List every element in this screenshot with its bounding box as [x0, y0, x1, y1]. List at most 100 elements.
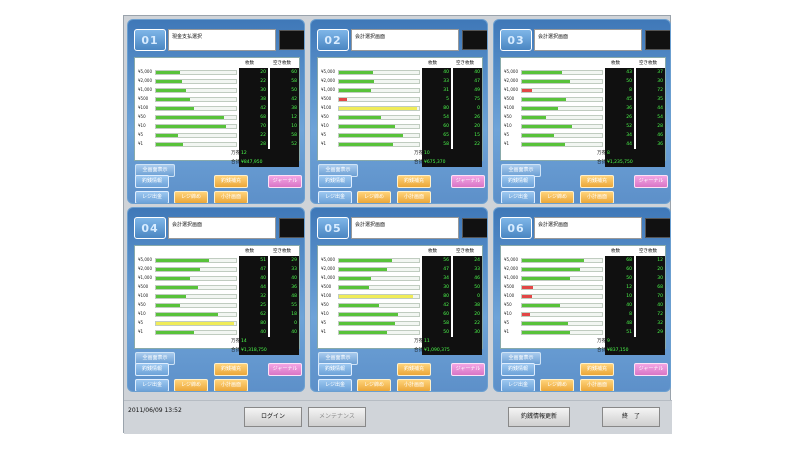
empty-value: 58: [270, 131, 299, 140]
denomination-label: ¥5: [321, 132, 327, 137]
change-refill-button[interactable]: 釣銭補充: [397, 175, 431, 188]
level-fill: [156, 268, 200, 271]
denomination-label: ¥5,000: [321, 69, 335, 74]
gift-value: 14: [239, 337, 299, 346]
count-value: 80: [239, 319, 268, 328]
count-value: 40: [605, 301, 634, 310]
journal-button[interactable]: レジ出金: [135, 191, 169, 203]
change-info-button[interactable]: 釣銭情報: [135, 363, 169, 376]
empty-value: 75: [453, 95, 482, 104]
total-row: 合計¥837,150: [501, 346, 667, 355]
change-info-button[interactable]: 釣銭情報: [135, 175, 169, 188]
denomination-label: ¥5,000: [321, 257, 335, 262]
login-button[interactable]: ログイン: [244, 407, 302, 427]
denomination-label: ¥500: [138, 96, 149, 101]
subtotal-screen-button[interactable]: ジャーナル: [268, 363, 302, 376]
register-close-button[interactable]: 小計画面: [580, 191, 614, 203]
register-withdraw-button[interactable]: レジ締め: [357, 191, 391, 203]
count-value: 80: [422, 292, 451, 301]
change-info-button[interactable]: 釣銭情報: [501, 363, 535, 376]
register-close-button[interactable]: 小計画面: [580, 379, 614, 391]
count-value: 40: [239, 274, 268, 283]
subtotal-screen-button[interactable]: ジャーナル: [451, 175, 485, 188]
change-refill-button[interactable]: 釣銭補充: [580, 175, 614, 188]
journal-button[interactable]: レジ出金: [135, 379, 169, 391]
count-header: 枚数: [245, 249, 254, 254]
register-close-button[interactable]: 小計画面: [397, 191, 431, 203]
count-value: 42: [422, 301, 451, 310]
empty-value: 30: [453, 328, 482, 337]
register-close-button[interactable]: 小計画面: [214, 191, 248, 203]
register-close-button[interactable]: 小計画面: [214, 379, 248, 391]
gift-label: 万券: [231, 151, 240, 156]
empty-value: 40: [453, 68, 482, 77]
status-indicator: [645, 218, 670, 238]
register-number[interactable]: 02: [317, 29, 349, 51]
level-bar: [338, 133, 420, 138]
register-number[interactable]: 05: [317, 217, 349, 239]
total-row: 合計¥1,318,750: [135, 346, 301, 355]
journal-button[interactable]: レジ出金: [318, 191, 352, 203]
change-info-button[interactable]: 釣銭情報: [318, 363, 352, 376]
level-fill: [339, 259, 392, 262]
empty-value: 68: [636, 283, 665, 292]
level-fill: [156, 134, 179, 137]
subtotal-screen-button[interactable]: ジャーナル: [634, 363, 668, 376]
register-number[interactable]: 06: [500, 217, 532, 239]
register-withdraw-button[interactable]: レジ締め: [357, 379, 391, 391]
update-change-info-button[interactable]: 釣銭情報更新: [508, 407, 570, 427]
empty-value: 29: [636, 328, 665, 337]
change-refill-button[interactable]: 釣銭補充: [214, 363, 248, 376]
journal-button[interactable]: レジ出金: [318, 379, 352, 391]
level-fill: [522, 259, 585, 262]
level-bar: [155, 303, 237, 308]
maintenance-button[interactable]: メンテナンス: [308, 407, 366, 427]
change-refill-button[interactable]: 釣銭補充: [580, 363, 614, 376]
subtotal-screen-button[interactable]: ジャーナル: [451, 363, 485, 376]
register-number[interactable]: 03: [500, 29, 532, 51]
register-number[interactable]: 04: [134, 217, 166, 239]
empty-value: 35: [636, 95, 665, 104]
change-refill-button[interactable]: 釣銭補充: [214, 175, 248, 188]
denomination-label: ¥1: [504, 329, 510, 334]
level-bar: [155, 258, 237, 263]
change-info-button[interactable]: 釣銭情報: [501, 175, 535, 188]
count-value: 22: [239, 77, 268, 86]
register-close-button[interactable]: 小計画面: [397, 379, 431, 391]
subtotal-screen-button[interactable]: ジャーナル: [634, 175, 668, 188]
total-value: ¥1,318,750: [239, 346, 299, 355]
level-fill: [522, 116, 546, 119]
empty-header: 空き枚数: [273, 61, 291, 66]
change-info-button[interactable]: 釣銭情報: [318, 175, 352, 188]
journal-button[interactable]: レジ出金: [501, 191, 535, 203]
register-withdraw-button[interactable]: レジ締め: [540, 191, 574, 203]
level-bar: [521, 267, 603, 272]
count-value: 32: [239, 292, 268, 301]
level-bar: [155, 142, 237, 147]
register-withdraw-button[interactable]: レジ締め: [174, 379, 208, 391]
register-withdraw-button[interactable]: レジ締め: [174, 191, 208, 203]
subtotal-screen-button[interactable]: ジャーナル: [268, 175, 302, 188]
change-refill-button[interactable]: 釣銭補充: [397, 363, 431, 376]
level-fill: [156, 259, 209, 262]
count-value: 68: [605, 256, 634, 265]
denomination-label: ¥5,000: [138, 257, 152, 262]
register-withdraw-button[interactable]: レジ締め: [540, 379, 574, 391]
total-value: ¥1,090,375: [422, 346, 482, 355]
datetime-display: 2011/06/09 13:52: [128, 407, 182, 414]
denomination-label: ¥2,000: [138, 78, 152, 83]
level-fill: [522, 295, 532, 298]
count-value: 40: [422, 68, 451, 77]
journal-button[interactable]: レジ出金: [501, 379, 535, 391]
register-number[interactable]: 01: [134, 29, 166, 51]
count-value: 54: [422, 113, 451, 122]
level-bar: [521, 70, 603, 75]
empty-value: 40: [636, 301, 665, 310]
exit-button[interactable]: 終 了: [602, 407, 660, 427]
